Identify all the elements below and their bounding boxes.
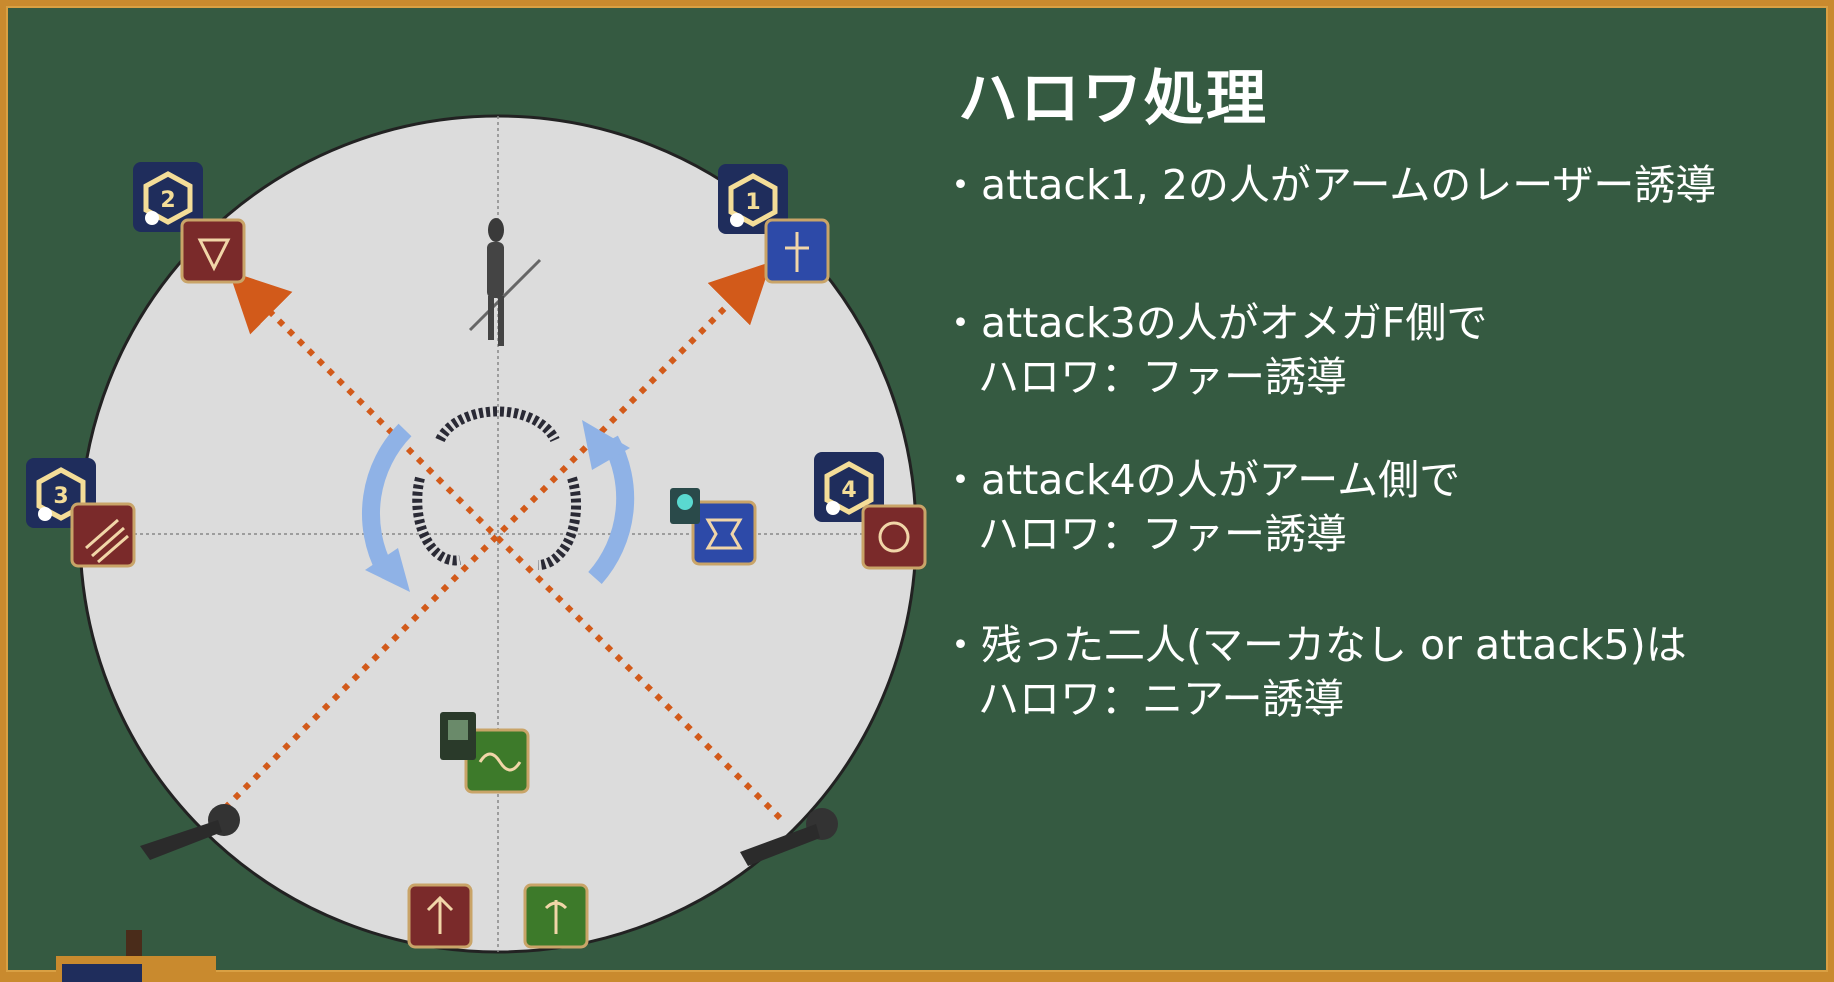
monk-job-icon <box>70 502 136 568</box>
rotation-arrow-right-icon <box>582 420 635 584</box>
board-stand-icon <box>56 930 216 982</box>
omega-f-figure-icon <box>468 218 542 346</box>
laser-arrow-ne <box>222 261 772 811</box>
waymark-2-icon: 2 <box>133 162 203 232</box>
rotation-arrow-left-icon <box>362 423 412 592</box>
status-effect-icon <box>440 712 476 760</box>
status-effect-icon <box>670 488 700 524</box>
bullet-1-line-1: ・attack1, 2の人がアームのレーザー誘導 <box>940 161 1717 209</box>
waymark-1-label: 1 <box>745 190 760 215</box>
bullet-1: ・attack1, 2の人がアームのレーザー誘導 <box>940 158 1716 212</box>
scholar-job-icon <box>464 728 530 794</box>
waymark-4-icon: 4 <box>814 452 884 522</box>
bullet-4-line-1: ・残った二人(マーカなし or attack5)は <box>940 621 1687 669</box>
bullet-2: ・attack3の人がオメガF側で ハロワ：ファー誘導 <box>940 296 1487 404</box>
bullet-4: ・残った二人(マーカなし or attack5)は ハロワ：ニアー誘導 <box>940 618 1687 726</box>
bullet-2-line-2: ハロワ：ファー誘導 <box>978 353 1347 401</box>
bullet-4-line-2: ハロワ：ニアー誘導 <box>978 675 1345 723</box>
arm-cannon-icon <box>740 808 838 866</box>
bullet-3-line-1: ・attack4の人がアーム側で <box>940 456 1461 504</box>
white-mage-job-icon <box>523 883 589 949</box>
bullet-3-line-2: ハロワ：ファー誘導 <box>978 510 1347 558</box>
page-title: ハロワ処理 <box>958 64 1268 134</box>
waymark-2-label: 2 <box>160 188 175 213</box>
paladin-job-icon <box>764 218 830 284</box>
bullet-2-line-1: ・attack3の人がオメガF側で <box>940 299 1488 347</box>
warrior-job-icon <box>861 504 927 570</box>
waymark-3-label: 3 <box>53 484 68 509</box>
dragoon-job-icon <box>407 883 473 949</box>
waymark-4-label: 4 <box>841 478 856 503</box>
waymark-1-icon: 1 <box>718 164 788 234</box>
arm-cannon-icon <box>140 804 240 860</box>
bullet-3: ・attack4の人がアーム側で ハロワ：ファー誘導 <box>940 453 1460 561</box>
gunbreaker-job-icon <box>691 500 757 566</box>
omega-ring-icon <box>412 406 582 571</box>
dancer-job-icon <box>180 218 246 284</box>
